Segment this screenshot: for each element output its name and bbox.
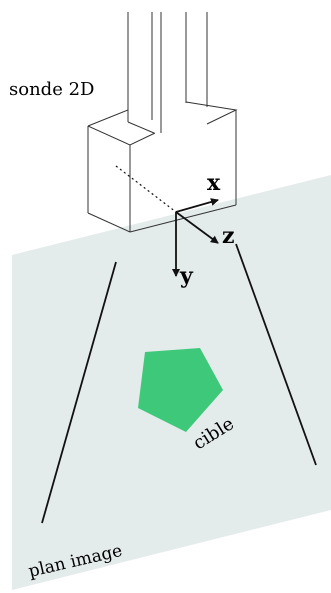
probe-handle — [127, 12, 208, 134]
target-pentagon — [138, 348, 223, 432]
probe-label: sonde 2D — [9, 79, 94, 100]
beam-left-boundary — [41, 261, 117, 524]
x-axis-arrow — [175, 198, 219, 213]
z-axis-label: z — [222, 223, 235, 249]
z-axis-arrow — [175, 211, 219, 244]
probe-center-line — [115, 165, 177, 213]
coordinate-frame — [172, 198, 219, 277]
y-axis-label: y — [179, 263, 194, 289]
probe-body — [87, 101, 238, 233]
x-axis-label: x — [207, 170, 221, 196]
beam-right-boundary — [235, 243, 317, 466]
